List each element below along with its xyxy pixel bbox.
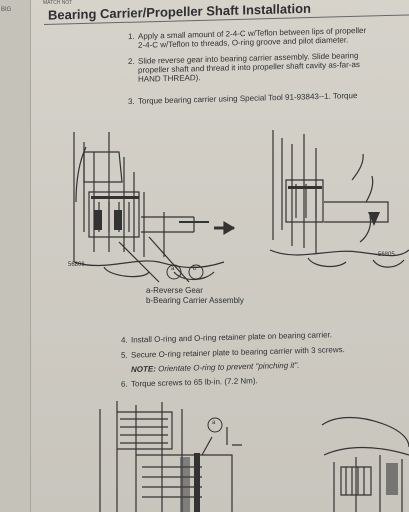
- step-text: Install O-ring and O-ring retainer plate…: [131, 330, 332, 345]
- oring-drawing: [99, 401, 242, 512]
- legend-item: b-Bearing Carrier Assembly: [146, 296, 244, 305]
- callout-a: a: [212, 420, 216, 426]
- step-6: 6.Torque screws to 65 lb-in. (7.2 Nm).: [121, 376, 258, 389]
- margin-tag: BIG: [1, 7, 12, 13]
- screws-drawing: [321, 416, 409, 512]
- step-4: 4.Install O-ring and O-ring retainer pla…: [121, 330, 332, 345]
- step-text: Torque bearing carrier using Special Too…: [138, 90, 358, 106]
- step-number: 6.: [121, 379, 128, 389]
- top-note: MATCH NOT: [43, 0, 73, 6]
- step-number: 2.: [128, 56, 135, 67]
- callout-a: a: [171, 266, 175, 272]
- step-2: 2.Slide reverse gear into bearing carrie…: [128, 51, 360, 84]
- step-number: 4.: [121, 335, 128, 345]
- figure-bearing-carrier-left: 56806 a b: [64, 112, 254, 294]
- gearcase-drawing-left: [73, 132, 236, 283]
- figure-oring-retainer: a: [82, 397, 252, 512]
- step-1: 1.Apply a small amount of 2-4-C w/Teflon…: [128, 26, 366, 50]
- legend-item: a-Reverse Gear: [146, 286, 203, 295]
- step-3: 3.Torque bearing carrier using Special T…: [128, 91, 357, 106]
- note-text: Orientate O-ring to prevent "pinching it…: [158, 360, 300, 374]
- figure-bearing-carrier-right: 56805: [268, 120, 409, 270]
- callout-b: b: [193, 266, 197, 272]
- left-margin: BIG: [0, 0, 31, 512]
- step-text: Torque screws to 65 lb-in. (7.2 Nm).: [131, 376, 258, 389]
- step-5: 5.Secure O-ring retainer plate to bearin…: [121, 345, 345, 360]
- note: NOTE: Orientate O-ring to prevent "pinch…: [121, 361, 299, 375]
- callout-circles: [166, 264, 204, 280]
- step-text: Secure O-ring retainer plate to bearing …: [131, 345, 345, 360]
- note-label: NOTE:: [131, 364, 156, 375]
- figure-id: 56806: [68, 262, 85, 268]
- step-number: 3.: [128, 96, 135, 107]
- step-number: 1.: [128, 31, 135, 42]
- figure-screws: [316, 405, 409, 512]
- step-text: HAND THREAD).: [138, 73, 201, 84]
- step-number: 5.: [121, 350, 128, 360]
- gearcase-drawing-right: [269, 130, 409, 268]
- figure-legend: a-Reverse Gear b-Bearing Carrier Assembl…: [146, 286, 244, 306]
- figure-id: 56805: [378, 252, 395, 258]
